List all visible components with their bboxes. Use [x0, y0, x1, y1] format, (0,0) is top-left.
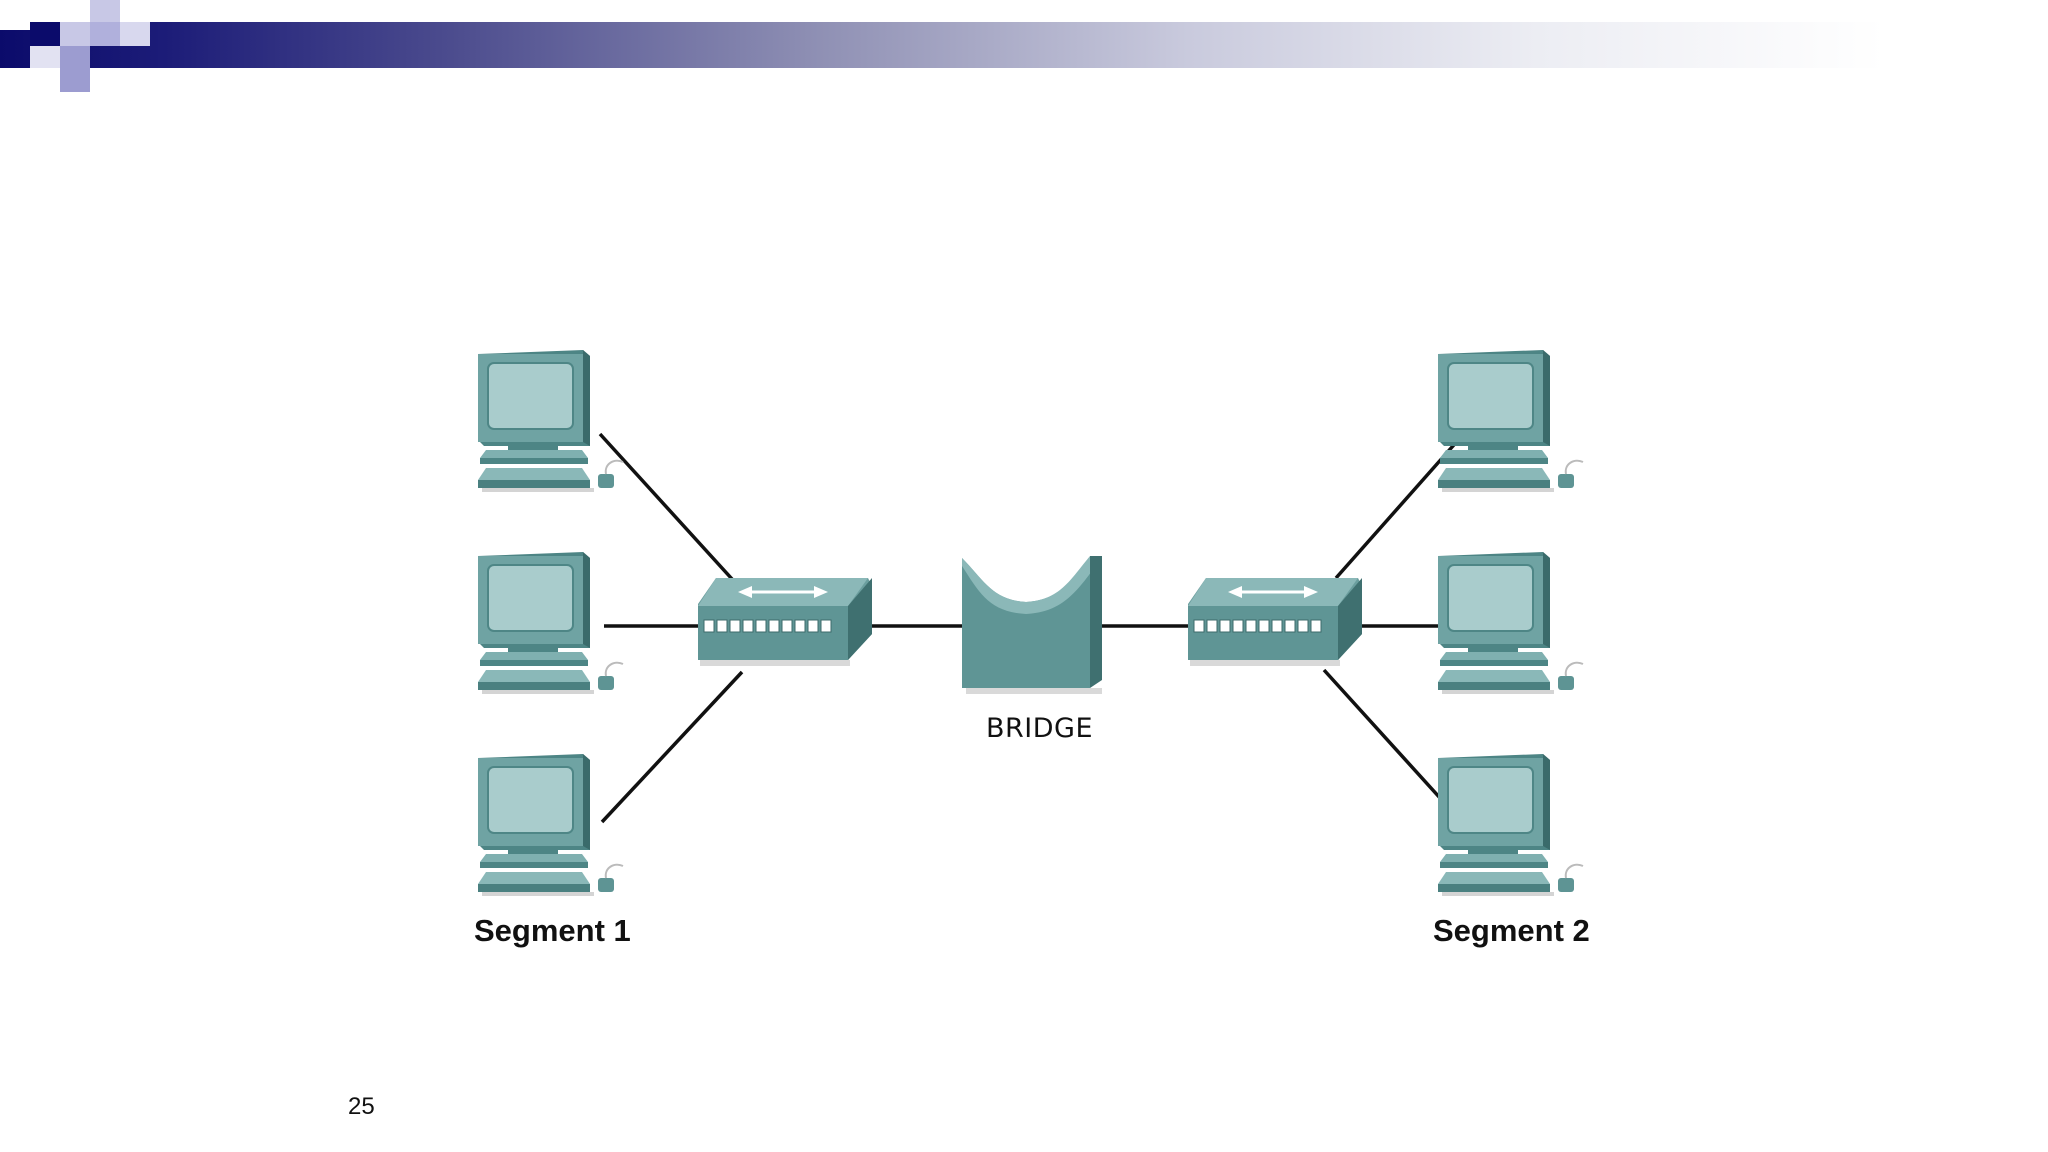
link-hub-pc	[1322, 668, 1462, 822]
bridge-label: BRIDGE	[986, 713, 1094, 744]
logo-square	[60, 22, 90, 46]
logo-square	[90, 22, 120, 46]
desktop-computer-icon	[477, 753, 624, 897]
link-hub-pc	[1334, 436, 1462, 580]
bridge-icon	[962, 556, 1102, 694]
logo-square	[30, 22, 60, 46]
logo-square	[60, 68, 90, 92]
hub-icon	[1186, 576, 1364, 668]
desktop-computer-icon	[1437, 349, 1584, 493]
desktop-computer-icon	[1437, 551, 1584, 695]
page-number: 25	[348, 1093, 375, 1120]
link-lines	[598, 432, 1462, 824]
desktop-computer-icon	[477, 551, 624, 695]
desktop-computer-icon	[1437, 753, 1584, 897]
link-pc-hub	[600, 670, 744, 824]
segment-1-label: Segment 1	[474, 913, 631, 948]
logo-square	[90, 0, 120, 22]
desktop-computer-icon	[477, 349, 624, 493]
link-pc-hub	[598, 432, 744, 592]
header-gradient-bar	[0, 22, 2048, 68]
segment-2-label: Segment 2	[1433, 913, 1590, 948]
logo-square	[30, 46, 60, 68]
logo-square	[60, 46, 90, 68]
hub-icon	[696, 576, 874, 668]
logo-square	[0, 0, 30, 30]
logo-square	[120, 22, 150, 46]
